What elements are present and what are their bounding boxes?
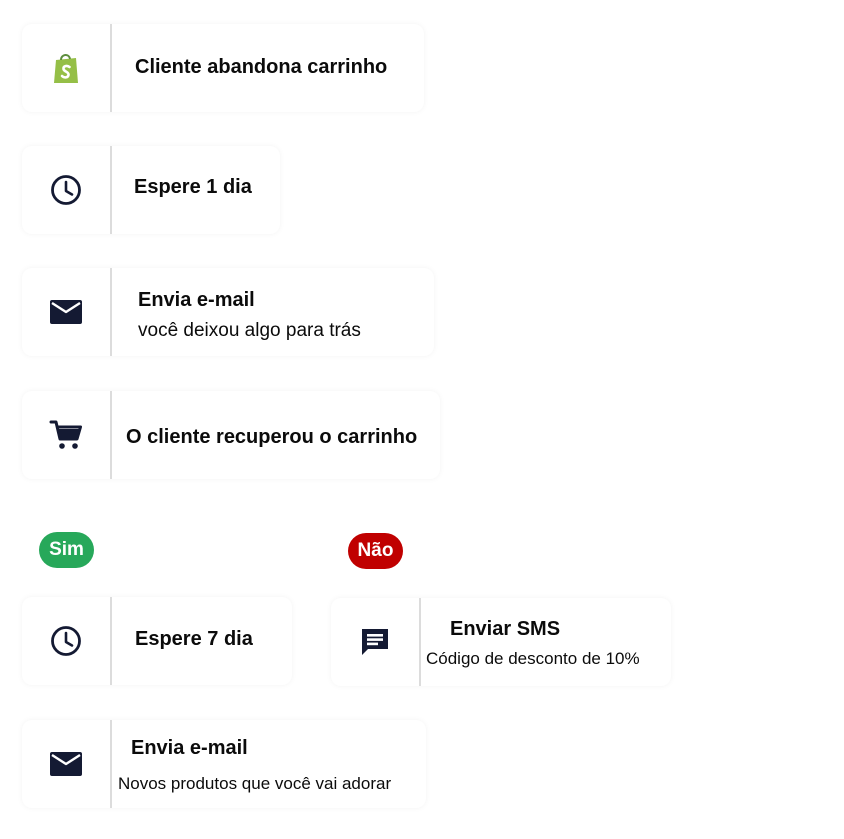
- branch-no-badge: Não: [348, 533, 403, 569]
- step-subtitle: você deixou algo para trás: [138, 320, 361, 341]
- step-title: Envia e-mail: [138, 289, 255, 311]
- mail-icon: [22, 268, 110, 356]
- sms-icon: [331, 598, 419, 686]
- mail-icon: [22, 720, 110, 808]
- step-title: Envia e-mail: [131, 737, 248, 759]
- shopify-bag-icon: [22, 24, 110, 112]
- step-title: Enviar SMS: [450, 618, 561, 640]
- card-divider: [110, 597, 112, 685]
- card-divider: [110, 24, 112, 112]
- branch-yes-badge: Sim: [39, 532, 94, 568]
- step-title: O cliente recuperou o carrinho: [126, 426, 418, 448]
- step-card-email-2: Envia e-mail Novos produtos que você vai…: [22, 720, 426, 808]
- step-card-wait-7: Espere 7 dia: [22, 597, 292, 685]
- clock-icon: [22, 597, 110, 685]
- step-card-recovered: O cliente recuperou o carrinho: [22, 391, 440, 479]
- step-card-wait-1: Espere 1 dia: [22, 146, 280, 234]
- step-card-email-1: Envia e-mail você deixou algo para trás: [22, 268, 434, 356]
- step-title: Cliente abandona carrinho: [135, 56, 388, 78]
- card-divider: [110, 720, 112, 808]
- clock-icon: [22, 146, 110, 234]
- step-subtitle: Novos produtos que você vai adorar: [118, 774, 392, 793]
- cart-icon: [22, 391, 110, 479]
- card-divider: [110, 268, 112, 356]
- step-title: Espere 1 dia: [134, 176, 252, 198]
- step-card-sms: Enviar SMS Código de desconto de 10%: [331, 598, 671, 686]
- step-subtitle: Código de desconto de 10%: [426, 649, 640, 668]
- card-divider: [419, 598, 421, 686]
- step-card-abandon: Cliente abandona carrinho: [22, 24, 424, 112]
- card-divider: [110, 391, 112, 479]
- step-title: Espere 7 dia: [135, 628, 253, 650]
- card-divider: [110, 146, 112, 234]
